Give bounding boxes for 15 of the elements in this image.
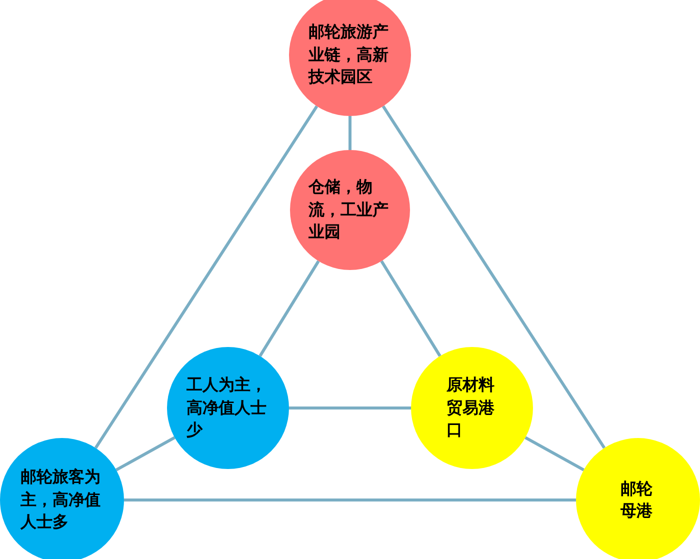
connector-line (94, 105, 318, 449)
connector-line (289, 406, 411, 410)
circle-node: 仓储，物流，工业产业园 (290, 150, 410, 270)
connector-line (382, 105, 606, 449)
circle-node: 工人为主，高净值人士少 (167, 347, 289, 469)
circle-node: 邮轮旅游产业链，高新技术园区 (289, 0, 411, 116)
connector-line (124, 498, 576, 502)
connector-line (380, 260, 442, 357)
connector-line (348, 116, 352, 150)
circle-node: 邮轮母港 (576, 438, 700, 559)
circle-node: 邮轮旅客为主，高净值人士多 (0, 438, 124, 559)
connector-line (116, 436, 176, 472)
connector-line (258, 260, 320, 357)
connector-line (524, 436, 584, 472)
circle-node: 原材料贸易港口 (411, 347, 533, 469)
